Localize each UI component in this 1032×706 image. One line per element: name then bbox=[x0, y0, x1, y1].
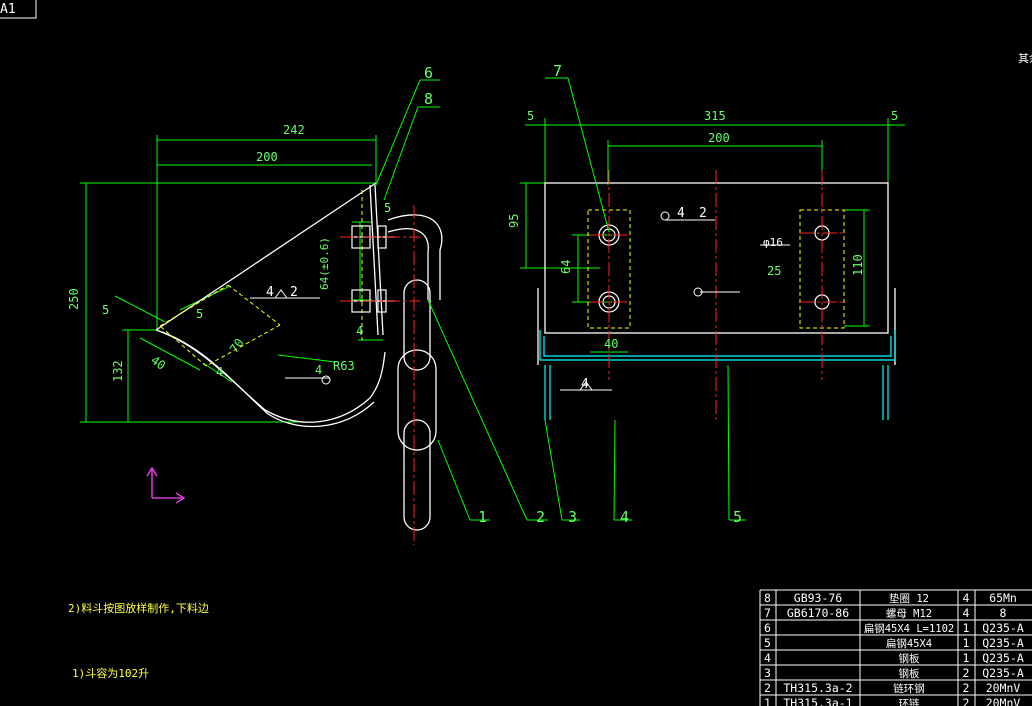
dim-4b: 4 bbox=[356, 324, 363, 338]
balloon-6: 6 bbox=[424, 64, 433, 82]
bom-cell-name: 链环钢 bbox=[893, 682, 925, 695]
ucs-icon bbox=[146, 466, 186, 504]
bom-cell-code: TH315.3a-2 bbox=[783, 681, 852, 695]
bom-cell-code: GB6170-86 bbox=[787, 606, 849, 620]
bom-cell-mat: 8 bbox=[1000, 606, 1007, 620]
balloon-4: 4 bbox=[620, 508, 629, 526]
left-hidden-lines bbox=[159, 190, 363, 367]
bom-cell-qty: 2 bbox=[963, 681, 970, 695]
dim-4a: 4 bbox=[216, 365, 223, 379]
note-1: 1)斗容为102升 bbox=[72, 666, 149, 680]
bom-cell-mat: Q235-A bbox=[982, 621, 1024, 635]
bom-cell-code: TH315.3a-1 bbox=[783, 696, 852, 706]
bom-cell-qty: 1 bbox=[963, 621, 970, 635]
balloon-8: 8 bbox=[424, 90, 433, 108]
dim-70: 70 bbox=[227, 336, 247, 356]
bom-cell-no: 7 bbox=[764, 606, 771, 620]
left-hopper-outline bbox=[155, 182, 386, 428]
bom-cell-no: 5 bbox=[764, 636, 771, 650]
bom-cell-qty: 2 bbox=[963, 666, 970, 680]
bom-cell-qty: 1 bbox=[963, 651, 970, 665]
bill-of-materials: 8 GB93-76 垫圈 12 4 65Mn 7 GB6170-86 螺母 M12 4 8 6 扁钢4… bbox=[759, 589, 1032, 706]
bom-grid bbox=[759, 589, 1032, 706]
balloon-1: 1 bbox=[478, 508, 487, 526]
dim-250: 250 bbox=[67, 288, 81, 310]
left-weld-symbol-2 bbox=[285, 375, 331, 385]
bom-cell-name: 扁钢45X4 L=1102 bbox=[864, 622, 955, 635]
bom-cell-mat: 20MnV bbox=[986, 681, 1021, 695]
dim-200: 200 bbox=[256, 150, 278, 164]
bom-cell-mat: 65Mn bbox=[989, 591, 1017, 605]
bom-cell-qty: 4 bbox=[963, 606, 970, 620]
bom-cell-name: 钢板 bbox=[899, 667, 920, 680]
viewport-tab-label: A1 bbox=[0, 2, 16, 17]
dim-200-right: 200 bbox=[708, 131, 730, 145]
bom-cell-name: 扁钢45X4 bbox=[886, 637, 932, 650]
right-weld-length: 2 bbox=[699, 206, 707, 221]
left-weld-length: 2 bbox=[290, 285, 298, 300]
bom-cell-name: 垫圈 12 bbox=[889, 592, 929, 605]
dim-40: 40 bbox=[148, 353, 168, 373]
bom-cell-no: 3 bbox=[764, 666, 771, 680]
right-bolt-heads bbox=[598, 224, 830, 313]
dim-4-right: 4 bbox=[581, 377, 589, 392]
bom-cell-name: 环链 bbox=[899, 697, 920, 706]
bom-cell-name: 钢板 bbox=[899, 652, 920, 665]
bom-cell-no: 2 bbox=[764, 681, 771, 695]
balloon-3: 3 bbox=[568, 508, 577, 526]
bom-cell-qty: 4 bbox=[963, 591, 970, 605]
dim-40-right: 40 bbox=[604, 337, 618, 351]
bom-cell-no: 8 bbox=[764, 591, 771, 605]
bom-rows: 8 GB93-76 垫圈 12 4 65Mn 7 GB6170-86 螺母 M12 4 8 6 扁钢4… bbox=[764, 591, 1024, 706]
dim-5-left: 5 bbox=[527, 109, 534, 123]
bom-cell-mat: Q235-A bbox=[982, 666, 1024, 680]
dim-r63: R63 bbox=[333, 359, 355, 373]
dim-5-right: 5 bbox=[891, 109, 898, 123]
bom-cell-mat: Q235-A bbox=[982, 651, 1024, 665]
dim-5c: 5 bbox=[384, 201, 391, 215]
bom-cell-name: 螺母 M12 bbox=[886, 608, 932, 620]
bom-cell-no: 1 bbox=[764, 696, 771, 706]
dim-5a: 5 bbox=[102, 303, 109, 317]
bom-cell-mat: Q235-A bbox=[982, 636, 1024, 650]
right-plate bbox=[539, 330, 896, 420]
right-dimension-lines bbox=[520, 118, 905, 353]
bom-cell-qty: 2 bbox=[963, 696, 970, 706]
balloon-7: 7 bbox=[553, 62, 562, 80]
leader-lines bbox=[375, 77, 746, 521]
right-view: 4 2 315 200 5 5 95 64 40 110 25 φ16 4 bbox=[507, 109, 905, 420]
left-weld-symbol bbox=[250, 289, 320, 299]
bom-cell-code: GB93-76 bbox=[794, 591, 843, 605]
dim-315: 315 bbox=[704, 109, 726, 123]
bom-cell-no: 4 bbox=[764, 651, 771, 665]
dim-64-right: 64 bbox=[559, 260, 573, 274]
note-2: 2)料斗按图放样制作,下料边 bbox=[68, 601, 209, 615]
right-weld-size: 4 bbox=[677, 206, 685, 221]
dim-95: 95 bbox=[507, 214, 521, 228]
balloon-5: 5 bbox=[733, 508, 742, 526]
dim-242: 242 bbox=[283, 123, 305, 137]
dim-25: 25 bbox=[767, 264, 781, 278]
right-centerlines bbox=[590, 170, 844, 420]
dim-5b: 5 bbox=[196, 307, 203, 321]
viewport-tab[interactable]: A1 bbox=[0, 0, 37, 19]
dim-132: 132 bbox=[111, 360, 125, 382]
dim-64-tol: 64(±0.6) bbox=[318, 237, 331, 290]
left-weld-size: 4 bbox=[266, 285, 274, 300]
bom-cell-mat: 20MnV bbox=[986, 696, 1021, 706]
left-view: 4 2 242 200 250 132 5 5 5 40 70 4 4 4 64… bbox=[67, 123, 443, 545]
left-chain bbox=[387, 214, 443, 531]
bom-cell-qty: 1 bbox=[963, 636, 970, 650]
bom-cell-no: 6 bbox=[764, 621, 771, 635]
corner-note: 其余 bbox=[1018, 51, 1032, 65]
left-centerlines bbox=[340, 205, 420, 545]
balloon-2: 2 bbox=[536, 508, 545, 526]
dim-4c: 4 bbox=[315, 363, 322, 377]
dim-hole: φ16 bbox=[763, 236, 783, 249]
right-weld-symbols bbox=[560, 211, 790, 391]
dim-110: 110 bbox=[851, 254, 865, 276]
